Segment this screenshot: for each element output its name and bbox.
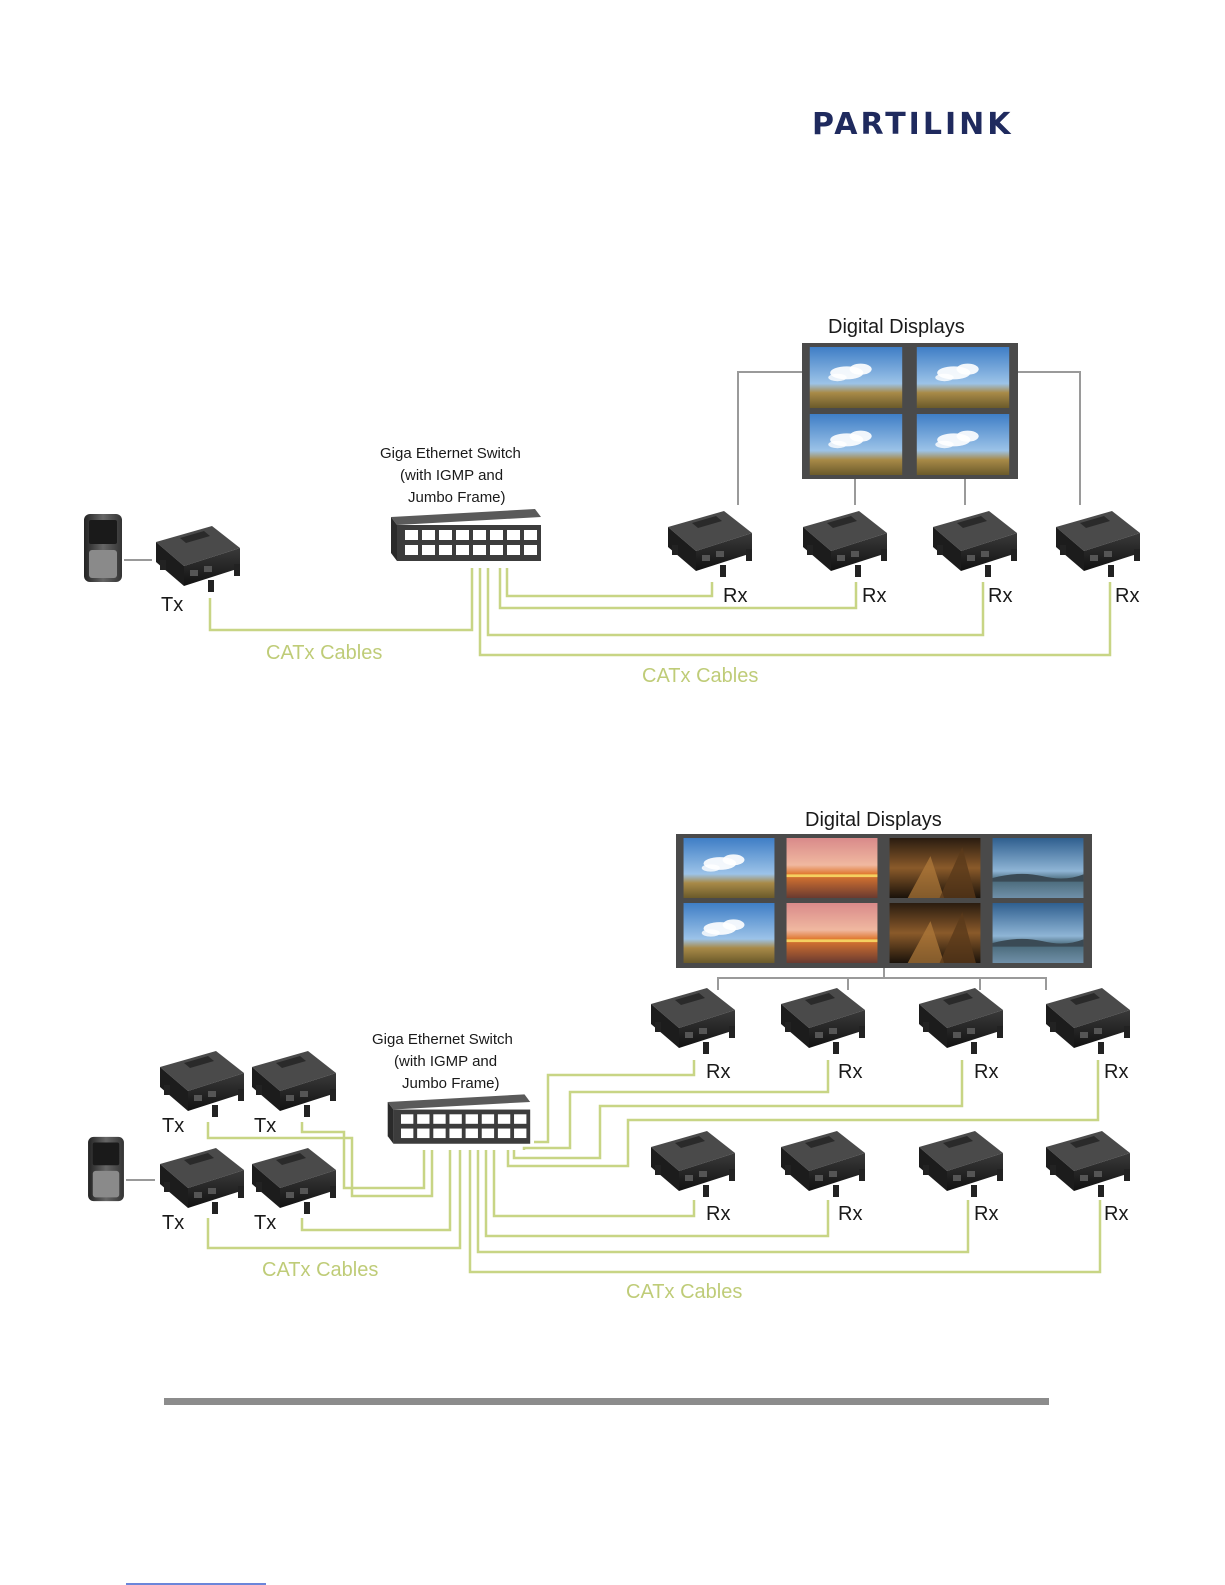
footer-divider: [164, 1398, 1049, 1405]
receiver-icon: [1046, 988, 1130, 1054]
diagram-top: Digital Displays Tx Giga Ethernet Switch…: [84, 316, 1140, 687]
display-screen: [810, 347, 902, 408]
display-screen: [993, 838, 1084, 898]
video-wall-4x2: [676, 834, 1092, 968]
transmitter-icon: [252, 1148, 336, 1214]
rx-label: Rx: [706, 1203, 730, 1225]
cable-label-left: CATx Cables: [266, 642, 382, 664]
display-screen: [890, 903, 981, 963]
receiver-icon: [1046, 1131, 1130, 1197]
receiver-icon: [781, 1131, 865, 1197]
rx-label: Rx: [974, 1203, 998, 1225]
display-screen: [917, 347, 1009, 408]
switch-label-line3: Jumbo Frame): [402, 1075, 500, 1092]
transmitter-icon: [160, 1051, 244, 1117]
switch-label-line1: Giga Ethernet Switch: [372, 1031, 513, 1048]
transmitter-icon: [252, 1051, 336, 1117]
receiver-icon: [651, 1131, 735, 1197]
rx-label: Rx: [1104, 1061, 1128, 1083]
cable-label-right: CATx Cables: [642, 665, 758, 687]
display-screen: [787, 838, 878, 898]
cable-label-left: CATx Cables: [262, 1259, 378, 1281]
receiver-icon: [668, 511, 752, 577]
cable-label-right: CATx Cables: [626, 1281, 742, 1303]
rx-label: Rx: [1104, 1203, 1128, 1225]
switch-label-line2: (with IGMP and: [394, 1053, 497, 1070]
receiver-icon: [803, 511, 887, 577]
display-screen: [684, 903, 775, 963]
receiver-icon: [919, 988, 1003, 1054]
display-screen: [684, 838, 775, 898]
switch-label-line2: (with IGMP and: [400, 467, 503, 484]
rx-label: Rx: [974, 1061, 998, 1083]
display-screen: [787, 903, 878, 963]
transmitter-icon: [156, 526, 240, 592]
video-wall-2x2: [802, 343, 1018, 479]
rx-label: Rx: [862, 585, 886, 607]
switch-label-line3: Jumbo Frame): [408, 489, 506, 506]
receiver-icon: [1056, 511, 1140, 577]
rx-label: Rx: [838, 1203, 862, 1225]
display-screen: [810, 414, 902, 475]
network-switch-icon: [388, 1094, 531, 1143]
displays-title: Digital Displays: [828, 316, 965, 338]
display-screen: [917, 414, 1009, 475]
rx-label: Rx: [706, 1061, 730, 1083]
display-screen: [890, 838, 981, 898]
display-screen: [993, 903, 1084, 963]
transmitter-icon: [160, 1148, 244, 1214]
tx-label: Tx: [254, 1115, 276, 1137]
receiver-icon: [651, 988, 735, 1054]
switch-label-line1: Giga Ethernet Switch: [380, 445, 521, 462]
source-player-icon: [84, 514, 122, 582]
displays-title: Digital Displays: [805, 809, 942, 831]
tx-label: Tx: [162, 1212, 184, 1234]
video-wires: [718, 968, 1046, 990]
receiver-icon: [933, 511, 1017, 577]
network-switch-icon: [391, 509, 541, 561]
tx-label: Tx: [254, 1212, 276, 1234]
receiver-icon: [781, 988, 865, 1054]
rx-label: Rx: [988, 585, 1012, 607]
receiver-icon: [919, 1131, 1003, 1197]
brand-logo: PARTILINK: [812, 107, 1013, 142]
diagram-bottom: Digital Displays Rx Rx Rx Rx: [88, 809, 1130, 1303]
source-player-icon: [88, 1137, 124, 1201]
rx-label: Rx: [1115, 585, 1139, 607]
rx-label: Rx: [838, 1061, 862, 1083]
rx-label: Rx: [723, 585, 747, 607]
tx-label: Tx: [161, 594, 183, 616]
tx-label: Tx: [162, 1115, 184, 1137]
